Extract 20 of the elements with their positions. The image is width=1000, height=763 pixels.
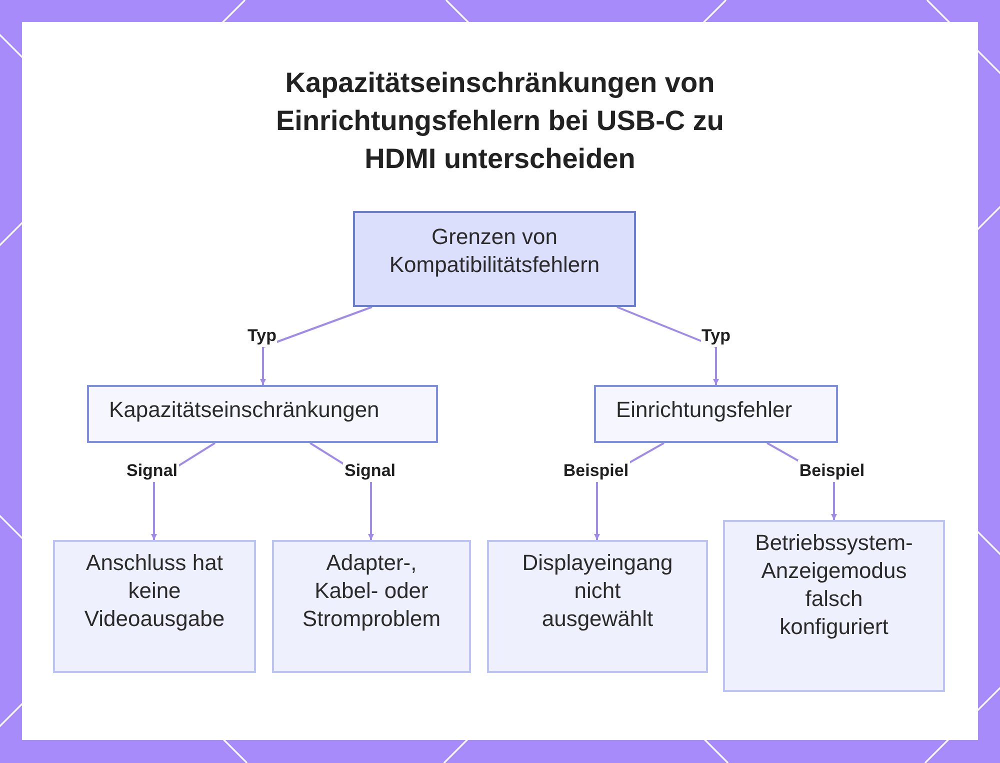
concept-box bbox=[594, 385, 838, 443]
concept-box bbox=[272, 540, 471, 673]
edge-label: Beispiel bbox=[798, 460, 866, 482]
node-text: Kapazitätseinschränkungen bbox=[109, 396, 380, 424]
node-text: Einrichtungsfehler bbox=[616, 396, 794, 424]
concept-box bbox=[353, 211, 636, 307]
node-text: Adapter-, Kabel- oder Stromproblem bbox=[301, 549, 442, 633]
concept-box bbox=[487, 540, 708, 673]
edge-label: Beispiel bbox=[562, 460, 630, 482]
concept-box bbox=[53, 540, 256, 673]
concept-box bbox=[87, 385, 438, 443]
connector-arrow bbox=[616, 306, 719, 385]
node-text: Betriebssystem-Anzeigemodus falsch konfiguriert bbox=[754, 529, 914, 641]
node-text: Grenzen von Kompatibilitätsfehlern bbox=[388, 223, 601, 279]
concept-box bbox=[723, 520, 945, 692]
title: Kapazitätseinschränkungen von Einrichtungsfehlern bei USB-C zu HDMI unterscheiden bbox=[274, 66, 726, 176]
node-text: Anschluss hat keine Videoausgabe bbox=[83, 549, 226, 633]
node-text: Displayeingang nicht ausgewählt bbox=[521, 549, 674, 633]
edge-label: Signal bbox=[343, 460, 396, 482]
connector-arrow bbox=[260, 306, 372, 385]
